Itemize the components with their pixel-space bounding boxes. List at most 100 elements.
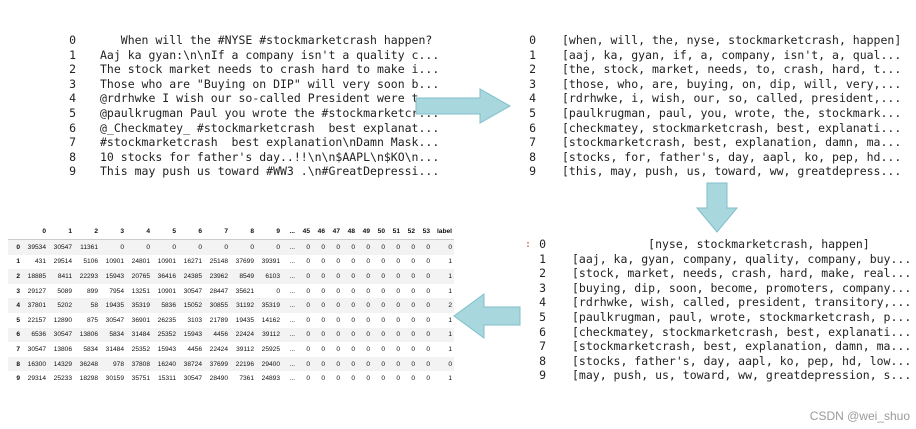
table-cell: 30547 [48,239,74,255]
table-cell: 13806 [74,327,100,343]
table-cell: 0 [432,356,454,372]
table-cell: 0 [342,239,357,255]
row-index-cell: 0 [8,239,22,255]
table-cell: 0 [402,356,417,372]
table-cell: 0 [342,269,357,284]
table-cell: 22157 [27,316,46,324]
column-header [8,223,22,240]
row-index: 9 [529,164,536,179]
table-cell: 29514 [53,258,72,266]
table-cell: 0 [336,375,340,383]
table-cell: 0 [312,298,327,313]
row-index: 1 [529,47,536,62]
table-cell: 19435 [235,316,254,324]
table-cell: ... [282,269,297,284]
column-header: ... [282,223,297,240]
column-header: 2 [74,223,100,240]
table-cell: 30855 [204,298,230,313]
row-text: 10 stocks for father's day..!!\n\n$AAPL\… [100,149,440,164]
row-index: 6 [69,120,76,135]
table-cell: 5089 [57,287,72,295]
table-cell: 39534 [22,239,48,255]
table-cell: 1 [448,287,452,295]
table-cell: 0 [336,316,340,324]
table-cell: 0 [366,345,370,353]
table-cell: 29400 [256,356,282,372]
row-index-cell: 1 [16,258,20,266]
table-cell: 0 [372,298,387,313]
row-index-cell: 7 [16,345,20,353]
table-cell: 3103 [187,316,202,324]
table-cell: 0 [306,345,310,353]
column-header: label [432,223,454,240]
table-cell: 0 [327,298,342,313]
table-cell: 8411 [48,269,74,284]
table-cell: 37801 [22,298,48,313]
table-cell: 24385 [178,269,204,284]
table-cell: 0 [417,327,432,343]
table-cell: ... [282,356,297,372]
table-cell: 0 [387,356,402,372]
table-cell: 0 [426,287,430,295]
table-cell: 0 [100,239,126,255]
table-cell: 1 [448,316,452,324]
table-cell: 13251 [131,287,150,295]
row-text: @rdrhwke I wish our so-called President … [100,91,440,106]
row-index: 5 [69,106,76,120]
table-cell: 39112 [236,345,254,353]
table-cell: 58 [74,298,100,313]
column-header: 45 [297,223,312,240]
table-cell: 0 [366,316,370,324]
table-cell: 0 [312,239,327,255]
table-cell: 0 [297,269,312,284]
table-cell: 0 [372,239,387,255]
row-index: 3 [529,76,536,91]
row-index: 3 [539,280,546,295]
table-cell: 4456 [204,327,230,343]
column-header: 6 [178,223,204,240]
table-cell: 6103 [256,269,282,284]
table-cell: 7954 [109,287,124,295]
row-index: 8 [69,149,76,164]
arrow-left [453,293,521,339]
column-header: 52 [402,223,417,240]
table-cell: 5834 [83,345,98,353]
table-cell: 15943 [157,345,176,353]
table-cell: 7361 [239,375,254,383]
row-text: [aaj, ka, gyan, company, quality, compan… [572,251,912,266]
row-index-cell: 9 [16,375,20,383]
table-cell: 0 [426,345,430,353]
table-cell: 31484 [126,327,152,343]
table-cell: 0 [321,345,325,353]
table-cell: 12890 [53,316,72,324]
row-text: [rdrhwke, i, wish, our, so, called, pres… [562,91,902,106]
row-index-cell: 6 [8,327,22,343]
row-text: [checkmatey, stockmarketcrash, best, exp… [562,120,902,135]
table-cell: 1 [432,269,454,284]
table-cell: 0 [178,239,204,255]
table-cell: 0 [312,269,327,284]
table-cell: 0 [402,298,417,313]
table-cell: 0 [387,239,402,255]
table-cell: 0 [321,258,325,266]
table-cell: 29127 [27,287,46,295]
table-cell: 30547 [105,316,124,324]
table-cell: 0 [321,287,325,295]
table-cell: 0 [426,375,430,383]
column-header: 46 [312,223,327,240]
table-cell: 13806 [53,345,72,353]
row-text: [when, will, the, nyse, stockmarketcrash… [562,33,902,47]
table-cell: ... [282,239,297,255]
table-cell: 18298 [79,375,98,383]
row-text: The stock market needs to crash hard to … [100,62,440,77]
table-cell: 0 [411,345,415,353]
table-cell: 0 [396,345,400,353]
table-cell: 30547 [183,375,202,383]
table-cell: 0 [426,316,430,324]
table-cell: ... [289,345,296,353]
table-cell: 37699 [235,258,254,266]
table-cell: 0 [336,258,340,266]
